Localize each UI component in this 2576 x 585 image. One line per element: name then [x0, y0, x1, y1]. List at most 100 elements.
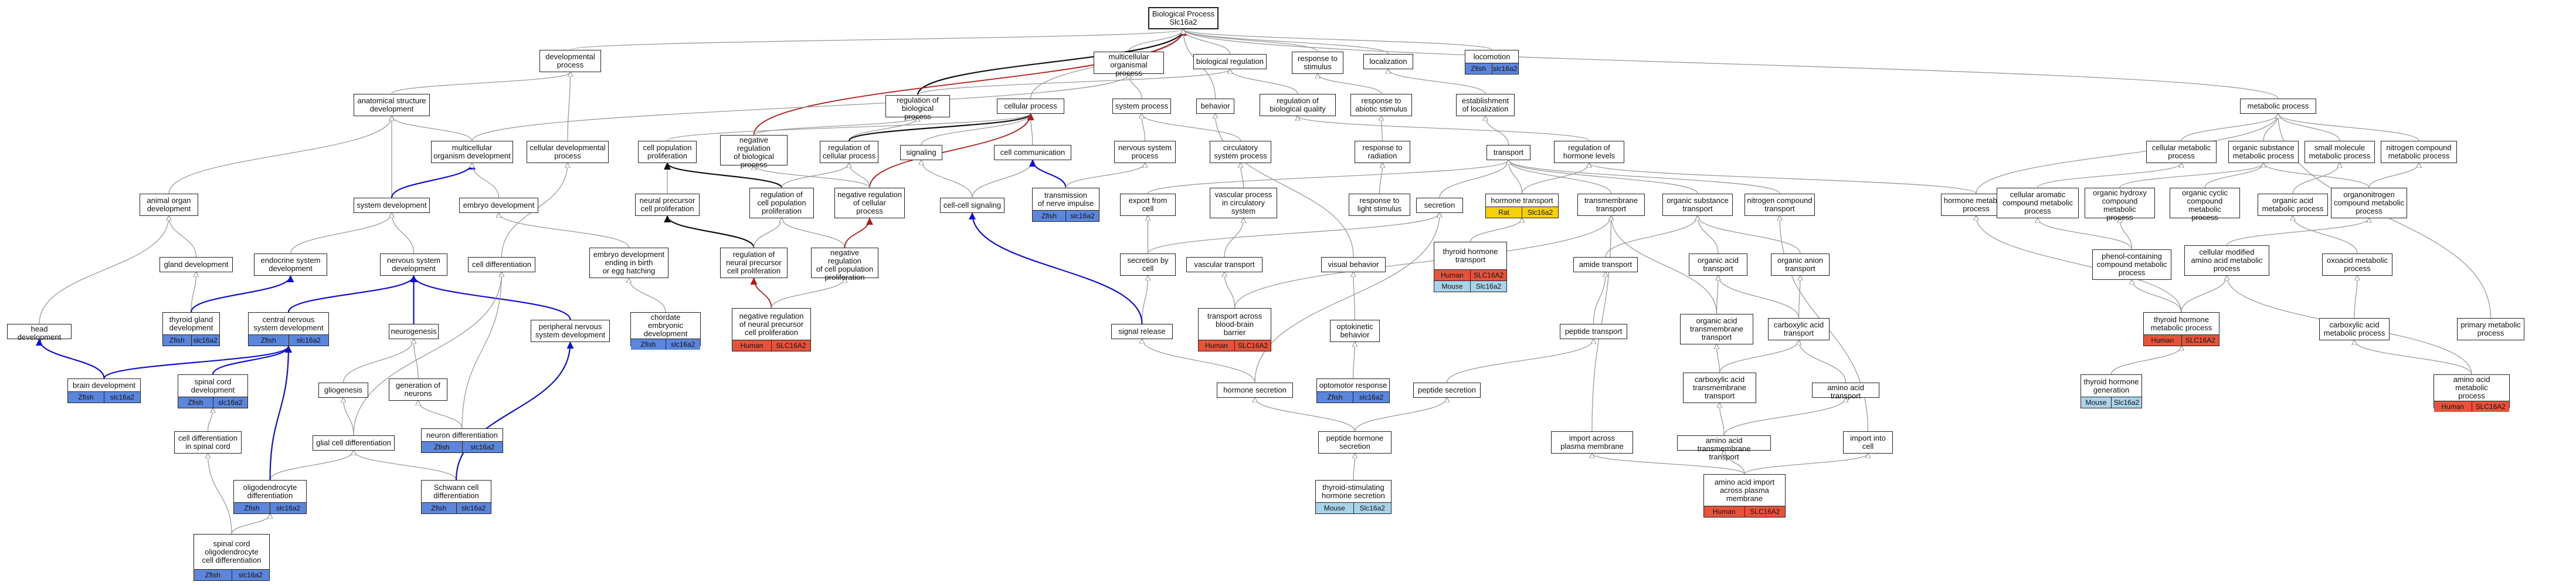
- go-term-node-pccmp[interactable]: phenol-containing compound metabolic pro…: [2092, 249, 2171, 280]
- go-term-node-bp[interactable]: Biological Process Slc16a2: [1148, 7, 1219, 29]
- go-term-node-oamp[interactable]: organic acid metabolic process: [2258, 194, 2328, 216]
- go-term-node-ncmp[interactable]: nitrogen compound metabolic process: [2381, 141, 2457, 163]
- go-term-node-sysdev[interactable]: system development: [354, 198, 430, 213]
- go-term-node-hs[interactable]: hormone secretion: [1217, 383, 1293, 398]
- go-term-node-rcpp[interactable]: regulation of cell population proliferat…: [749, 188, 814, 218]
- go-term-node-aat[interactable]: amino acid transport: [1812, 383, 1879, 400]
- go-term-node-esd[interactable]: endocrine system development: [254, 253, 327, 276]
- go-term-node-osmp[interactable]: organic substance metabolic process: [2228, 141, 2299, 163]
- go-term-node-hd[interactable]: head development: [7, 324, 72, 341]
- go-term-node-cdsc[interactable]: cell differentiation in spinal cord: [174, 431, 242, 454]
- go-term-node-embdev[interactable]: embryo development: [459, 198, 538, 213]
- go-term-node-occmp[interactable]: organic cyclic compound metabolic proces…: [2170, 188, 2240, 222]
- go-term-node-npcp[interactable]: neural precursor cell proliferation: [635, 194, 700, 216]
- go-term-node-ccs[interactable]: cell-cell signaling: [940, 198, 1004, 213]
- go-term-node-cacmp[interactable]: cellular aromatic compound metabolic pro…: [1997, 188, 2079, 218]
- go-term-node-neurogenesis[interactable]: neurogenesis: [389, 324, 439, 339]
- go-term-node-oant[interactable]: organic anion transport: [1771, 253, 1830, 276]
- go-term-node-sig[interactable]: signaling: [900, 145, 942, 160]
- go-term-node-rcp[interactable]: regulation of cellular process: [820, 141, 878, 163]
- go-term-node-efc[interactable]: export from cell: [1120, 194, 1176, 216]
- go-term-node-ccomm[interactable]: cell communication: [994, 145, 1071, 160]
- go-term-node-ps[interactable]: peptide secretion: [1413, 383, 1481, 398]
- go-term-node-cmp[interactable]: cellular metabolic process: [2146, 141, 2217, 163]
- go-term-node-gd[interactable]: gland development: [159, 257, 233, 272]
- go-term-node-dev[interactable]: developmental process: [539, 50, 601, 72]
- go-term-node-oatmt[interactable]: organic acid transmembrane transport: [1680, 314, 1753, 344]
- go-term-node-multi[interactable]: multicellular organismal process: [1094, 52, 1164, 77]
- go-term-node-secretion[interactable]: secretion: [1416, 198, 1463, 213]
- go-term-node-iic[interactable]: import into cell: [1843, 431, 1893, 454]
- go-term-node-vpcs[interactable]: vascular process in circulatory system: [1210, 188, 1277, 218]
- go-term-node-smmp[interactable]: small molecule metabolic process: [2305, 141, 2375, 163]
- go-term-node-nsp[interactable]: nervous system process: [1114, 141, 1176, 163]
- go-term-node-nrbp[interactable]: negative regulation of biological proces…: [720, 135, 788, 169]
- go-term-node-aatmt[interactable]: amino acid transmembrane transport: [1677, 435, 1771, 461]
- go-term-node-nrcpp[interactable]: negative regulation of cell population p…: [811, 248, 878, 282]
- go-term-node-cat[interactable]: carboxylic acid transport: [1768, 318, 1830, 340]
- go-term-node-gon[interactable]: generation of neurons: [389, 378, 447, 401]
- go-term-node-nrnpcp[interactable]: negative regulation of neural precursor …: [732, 308, 811, 351]
- go-term-node-oncmp[interactable]: organonitrogen compound metabolic proces…: [2331, 188, 2407, 218]
- go-term-node-sysproc[interactable]: system process: [1112, 99, 1171, 114]
- go-term-node-rabs[interactable]: response to abiotic stimulus: [1350, 94, 1412, 116]
- go-term-node-celldiff[interactable]: cell differentiation: [468, 257, 535, 272]
- go-term-node-oxmp[interactable]: oxoacid metabolic process: [2322, 253, 2392, 276]
- go-term-node-pt[interactable]: peptide transport: [1560, 324, 1627, 339]
- go-term-node-cp[interactable]: cellular process: [997, 99, 1064, 114]
- go-term-node-rrad[interactable]: response to radiation: [1355, 141, 1410, 163]
- go-term-node-ohcmp[interactable]: organic hydroxy compound metabolic proce…: [2085, 188, 2155, 222]
- go-term-node-mp[interactable]: metabolic process: [2240, 99, 2316, 114]
- go-term-node-ost[interactable]: organic substance transport: [1662, 194, 1733, 216]
- go-term-node-rts[interactable]: response to stimulus: [1292, 52, 1343, 74]
- go-term-node-rbq[interactable]: regulation of biological quality: [1260, 94, 1336, 116]
- go-term-node-oat[interactable]: organic acid transport: [1689, 253, 1747, 276]
- go-term-node-or[interactable]: optokinetic behavior: [1330, 320, 1380, 342]
- go-term-node-nrcp[interactable]: negative regulation of cellular process: [834, 188, 905, 218]
- go-term-node-iapm[interactable]: import across plasma membrane: [1551, 431, 1633, 454]
- go-term-node-sbc[interactable]: secretion by cell: [1120, 253, 1176, 276]
- go-term-node-vb[interactable]: visual behavior: [1321, 257, 1386, 272]
- go-term-node-vt[interactable]: vascular transport: [1186, 257, 1262, 272]
- go-term-node-transport[interactable]: transport: [1486, 145, 1530, 160]
- go-term-node-phs[interactable]: peptide hormone secretion: [1318, 431, 1391, 454]
- go-term-node-nct[interactable]: nitrogen compound transport: [1745, 194, 1815, 216]
- go-term-node-edbh[interactable]: embryo development ending in birth or eg…: [589, 248, 668, 278]
- go-term-node-bioreg[interactable]: biological regulation: [1193, 54, 1267, 69]
- go-term-node-nsd[interactable]: nervous system development: [380, 253, 447, 276]
- go-term-node-asd[interactable]: anatomical structure development: [354, 94, 430, 116]
- go-term-node-gcd[interactable]: glial cell differentiation: [313, 435, 395, 451]
- go-term-node-behav[interactable]: behavior: [1196, 99, 1234, 114]
- go-term-node-rls[interactable]: response to light stimulus: [1349, 194, 1410, 216]
- go-term-node-aaiapm[interactable]: amino acid import across plasma membrane…: [1703, 474, 1786, 518]
- go-term-node-pmp[interactable]: primary metabolic process: [2457, 318, 2524, 340]
- go-term-node-cpp[interactable]: cell population proliferation: [638, 141, 697, 163]
- go-term-node-rbp[interactable]: regulation of biological process: [885, 95, 950, 121]
- go-term-node-gliogenesis[interactable]: gliogenesis: [318, 383, 368, 398]
- go-term-node-pnsd[interactable]: peripheral nervous system development: [531, 320, 610, 342]
- go-term-node-rhl[interactable]: regulation of hormone levels: [1554, 141, 1624, 163]
- go-term-node-amt[interactable]: amide transport: [1573, 257, 1638, 272]
- go-term-node-mod[interactable]: multicellular organism development: [431, 141, 513, 163]
- go-term-node-loc[interactable]: localization: [1363, 54, 1413, 69]
- go-term-node-tmt[interactable]: transmembrane transport: [1577, 194, 1645, 216]
- go-term-node-csp[interactable]: circulatory system process: [1210, 141, 1271, 163]
- go-term-node-sr[interactable]: signal release: [1111, 324, 1173, 339]
- go-term-node-aod[interactable]: animal organ development: [140, 194, 198, 216]
